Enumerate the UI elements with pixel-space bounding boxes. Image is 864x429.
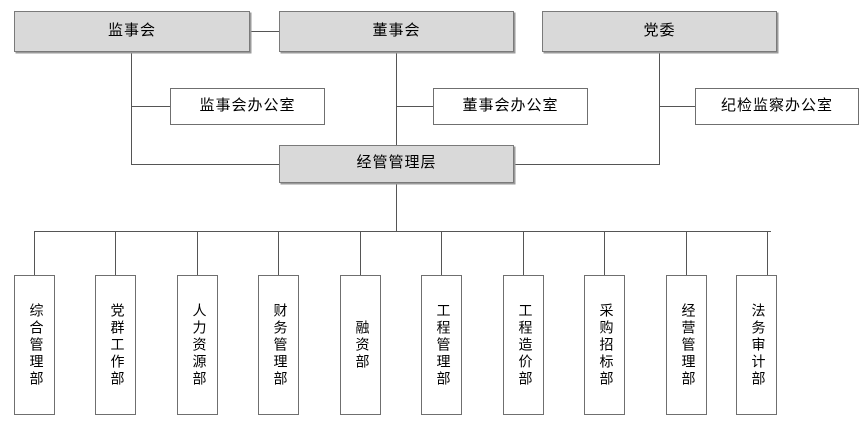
node-department[interactable]: 财务管理部: [258, 275, 299, 415]
node-department[interactable]: 工程造价部: [503, 275, 544, 415]
node-department-label: 融资部: [353, 319, 369, 371]
node-department[interactable]: 经营管理部: [666, 275, 707, 415]
node-discipline-inspection-office[interactable]: 纪检监察办公室: [695, 88, 859, 125]
node-department-label: 经营管理部: [679, 302, 695, 388]
link-board-drop: [396, 52, 397, 145]
node-discipline-inspection-office-label: 纪检监察办公室: [720, 97, 833, 114]
node-department[interactable]: 综合管理部: [14, 275, 55, 415]
department-riser-2: [115, 231, 116, 275]
node-department-label: 综合管理部: [27, 302, 43, 388]
department-riser-6: [441, 231, 442, 275]
node-party-committee-label: 党委: [643, 22, 676, 39]
department-riser-4: [278, 231, 279, 275]
node-management-layer-label: 经管管理层: [356, 155, 437, 172]
link-supervisory-office-stub: [131, 106, 171, 107]
node-party-committee[interactable]: 党委: [542, 11, 777, 52]
department-riser-9: [686, 231, 687, 275]
node-board-office-label: 董事会办公室: [462, 97, 559, 114]
node-department[interactable]: 工程管理部: [421, 275, 462, 415]
node-department[interactable]: 党群工作部: [95, 275, 136, 415]
link-management-drop: [396, 183, 397, 232]
node-management-layer[interactable]: 经管管理层: [279, 145, 514, 183]
node-board-office[interactable]: 董事会办公室: [433, 88, 588, 125]
link-supervisory-to-board: [249, 31, 280, 32]
node-department[interactable]: 人力资源部: [177, 275, 218, 415]
department-riser-1: [34, 231, 35, 275]
department-bus: [34, 231, 771, 232]
node-supervisory-board[interactable]: 监事会: [14, 11, 250, 52]
link-supervisory-drop: [131, 52, 132, 164]
link-party-elbow: [512, 164, 660, 165]
department-riser-7: [523, 231, 524, 275]
node-department-label: 财务管理部: [271, 302, 287, 388]
link-supervisory-elbow: [131, 164, 280, 165]
link-party-drop: [659, 52, 660, 164]
department-riser-3: [197, 231, 198, 275]
node-department-label: 采购招标部: [597, 302, 613, 388]
node-supervisory-board-label: 监事会: [107, 22, 156, 39]
node-supervisory-board-office[interactable]: 监事会办公室: [170, 88, 325, 125]
node-department[interactable]: 采购招标部: [584, 275, 625, 415]
node-department[interactable]: 融资部: [340, 275, 381, 415]
node-board-of-directors[interactable]: 董事会: [279, 11, 514, 52]
department-riser-8: [604, 231, 605, 275]
node-department-label: 党群工作部: [108, 302, 124, 388]
node-department[interactable]: 法务审计部: [736, 275, 777, 415]
link-board-office-stub: [396, 106, 434, 107]
department-riser-5: [360, 231, 361, 275]
link-discipline-office-stub: [659, 106, 696, 107]
node-supervisory-board-office-label: 监事会办公室: [199, 97, 296, 114]
node-department-label: 工程管理部: [434, 302, 450, 388]
node-department-label: 人力资源部: [190, 302, 206, 388]
node-department-label: 法务审计部: [749, 302, 765, 388]
department-riser-10: [767, 231, 768, 275]
node-department-label: 工程造价部: [516, 302, 532, 388]
node-board-of-directors-label: 董事会: [372, 22, 421, 39]
